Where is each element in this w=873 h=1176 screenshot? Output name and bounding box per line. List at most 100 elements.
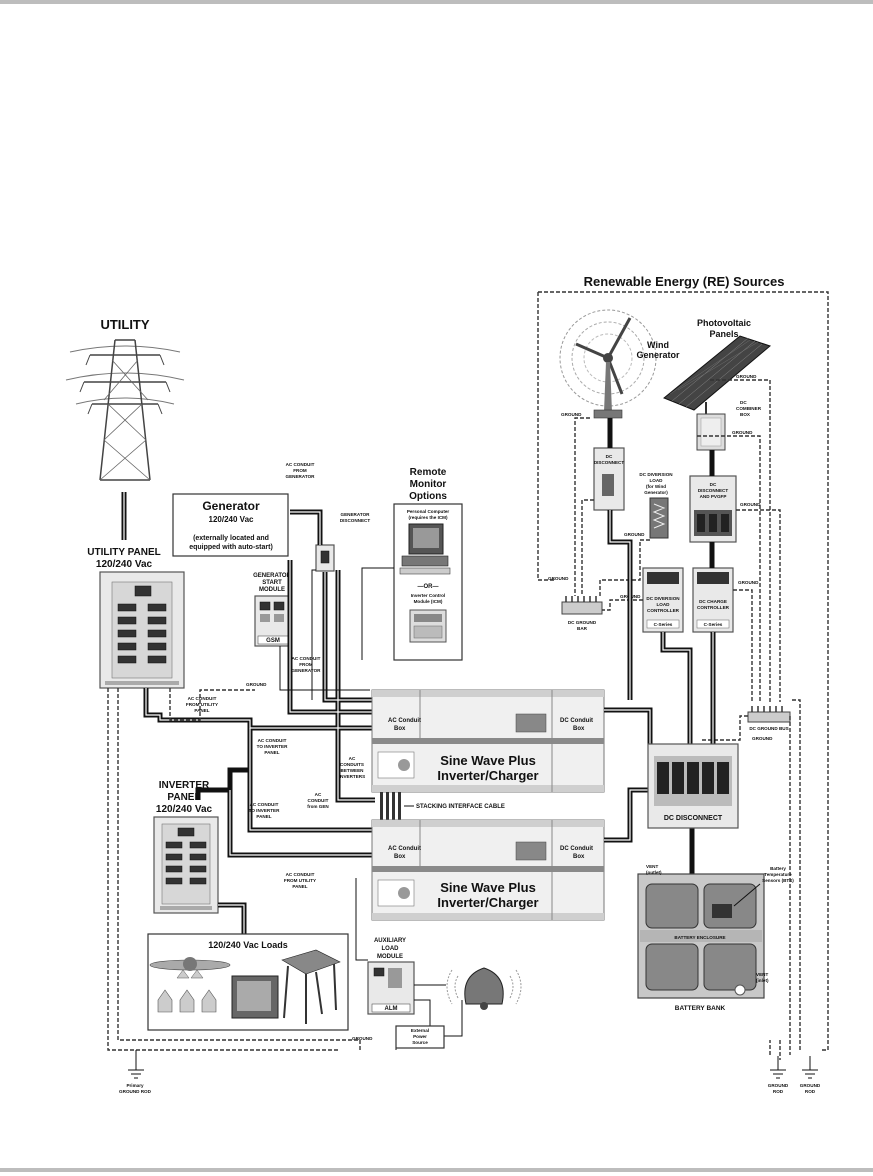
svg-text:AC CONDUIT: AC CONDUIT (258, 738, 287, 743)
stacking-cable (380, 792, 414, 820)
alm-tag: ALM (385, 1006, 398, 1012)
svg-text:FROM: FROM (299, 662, 313, 667)
svg-text:BETWEEN: BETWEEN (341, 768, 365, 773)
alm-label-3: MODULE (377, 954, 403, 960)
svg-text:CONDUITS: CONDUITS (340, 762, 364, 767)
ground-wire-panel (169, 688, 255, 721)
svg-text:GENERATOR: GENERATOR (292, 668, 322, 673)
generator-note-2: equipped with auto-start) (189, 544, 273, 551)
gsm-label-1: GENERATOR (253, 573, 291, 579)
svg-text:Box: Box (573, 854, 585, 860)
inv2-title-2: Inverter/Charger (437, 895, 538, 910)
svg-text:COMBINER: COMBINER (736, 406, 762, 411)
inv1-dc-conduit-box: DC Conduit (560, 718, 593, 724)
inverter-panel-title-2: PANEL (167, 792, 200, 803)
external-power-source (395, 1025, 445, 1049)
generator-start-module (254, 595, 292, 647)
inverter-panel (153, 816, 219, 914)
battery-bank-label: BATTERY BANK (675, 1005, 726, 1012)
generator-note-1: (externally located and (193, 535, 269, 542)
inv2-title-1: Sine Wave Plus (440, 880, 536, 895)
svg-text:from GEN: from GEN (307, 804, 329, 809)
svg-text:ROD: ROD (773, 1089, 784, 1094)
svg-text:ROD: ROD (805, 1089, 816, 1094)
svg-text:Box: Box (394, 854, 406, 860)
svg-text:DC DIVERSION: DC DIVERSION (646, 596, 680, 601)
auxiliary-load-module (367, 961, 415, 1015)
svg-text:DC: DC (606, 454, 613, 459)
svg-text:BAR: BAR (577, 626, 588, 631)
re-sources-title: Renewable Energy (RE) Sources (584, 274, 785, 289)
svg-text:AC CONDUIT: AC CONDUIT (188, 696, 217, 701)
svg-text:GROUND: GROUND (732, 430, 753, 435)
svg-text:INVERTERS: INVERTERS (339, 774, 365, 779)
pv-label-1: Photovoltaic (697, 318, 751, 328)
svg-text:C-Series: C-Series (704, 622, 723, 627)
svg-text:FROM: FROM (293, 468, 307, 473)
svg-text:PANEL: PANEL (256, 814, 271, 819)
pc-label-2: (requires the ICM) (408, 515, 448, 520)
inverter-charger-1 (371, 689, 605, 793)
television-icon (231, 975, 279, 1019)
icm-label-1: Inverter Control (411, 593, 445, 598)
svg-text:C-Series: C-Series (654, 622, 673, 627)
inverter-control-module (409, 609, 447, 643)
generator-box (172, 493, 289, 557)
stacking-cable-label: STACKING INTERFACE CABLE (416, 804, 505, 810)
svg-text:GROUND: GROUND (768, 1083, 789, 1088)
ceiling-fan-icon (149, 957, 231, 979)
svg-text:DC GROUND BUS: DC GROUND BUS (749, 726, 788, 731)
inv1-ac-conduit-box: AC Conduit (388, 718, 421, 724)
battery-enclosure-label: BATTERY ENCLOSURE (674, 935, 725, 940)
svg-text:FROM UTILITY: FROM UTILITY (284, 878, 316, 883)
inverter-panel-voltage: 120/240 Vac (156, 804, 213, 815)
svg-text:CONTROLLER: CONTROLLER (647, 608, 680, 613)
wind-turbine-icon (559, 309, 657, 419)
svg-text:GROUND: GROUND (246, 682, 267, 687)
svg-text:GROUND: GROUND (352, 1036, 373, 1041)
gsm-control-wire (311, 569, 316, 700)
remote-monitor-wire (361, 567, 394, 660)
dc-disconnect-pvgfp (689, 475, 737, 543)
dc-ground-bar (561, 596, 603, 615)
svg-text:AND PVGFP: AND PVGFP (700, 494, 727, 499)
icm-label-2: Module (ICM) (414, 599, 443, 604)
remote-monitor-title-1: Remote (410, 467, 447, 478)
svg-text:AC CONDUIT: AC CONDUIT (250, 802, 279, 807)
gen-disconnect-label-2: DISCONNECT (340, 518, 371, 523)
svg-text:Source: Source (412, 1040, 428, 1045)
computer-icon (399, 523, 451, 575)
svg-text:GROUND: GROUND (752, 736, 773, 741)
generator-voltage: 120/240 Vac (209, 515, 254, 524)
dc-combiner-box (696, 413, 726, 451)
svg-text:GROUND: GROUND (624, 532, 645, 537)
svg-text:(inlet): (inlet) (756, 978, 769, 983)
svg-text:CONDUIT: CONDUIT (308, 798, 329, 803)
alm-label-2: LOAD (382, 946, 400, 952)
svg-text:LOAD: LOAD (656, 602, 670, 607)
svg-text:Box: Box (573, 726, 585, 732)
svg-text:GROUND: GROUND (800, 1083, 821, 1088)
inv2-ac-conduit-box: AC Conduit (388, 846, 421, 852)
battery-icon (637, 873, 765, 999)
svg-text:PANEL: PANEL (292, 884, 307, 889)
svg-text:DC: DC (740, 400, 747, 405)
svg-text:TO INVERTER: TO INVERTER (249, 808, 280, 813)
charge-controller (692, 567, 734, 633)
utility-panel-voltage: 120/240 Vac (96, 559, 153, 570)
generator-title: Generator (202, 499, 260, 513)
dc-disconnect-label: DC DISCONNECT (664, 815, 723, 822)
svg-text:GENERATOR: GENERATOR (286, 474, 316, 479)
inv1-title-2: Inverter/Charger (437, 768, 538, 783)
light-bulb-icon (157, 989, 217, 1013)
inv1-title-1: Sine Wave Plus (440, 753, 536, 768)
loads-cable (218, 902, 247, 934)
svg-text:AC: AC (315, 792, 322, 797)
svg-text:Temperature: Temperature (764, 872, 792, 877)
svg-text:Generator): Generator) (644, 490, 668, 495)
ground-rod-2 (802, 1056, 818, 1079)
dc-ground-bus (747, 706, 791, 723)
gsm-label-3: MODULE (259, 587, 285, 593)
svg-text:CONTROLLER: CONTROLLER (697, 605, 730, 610)
